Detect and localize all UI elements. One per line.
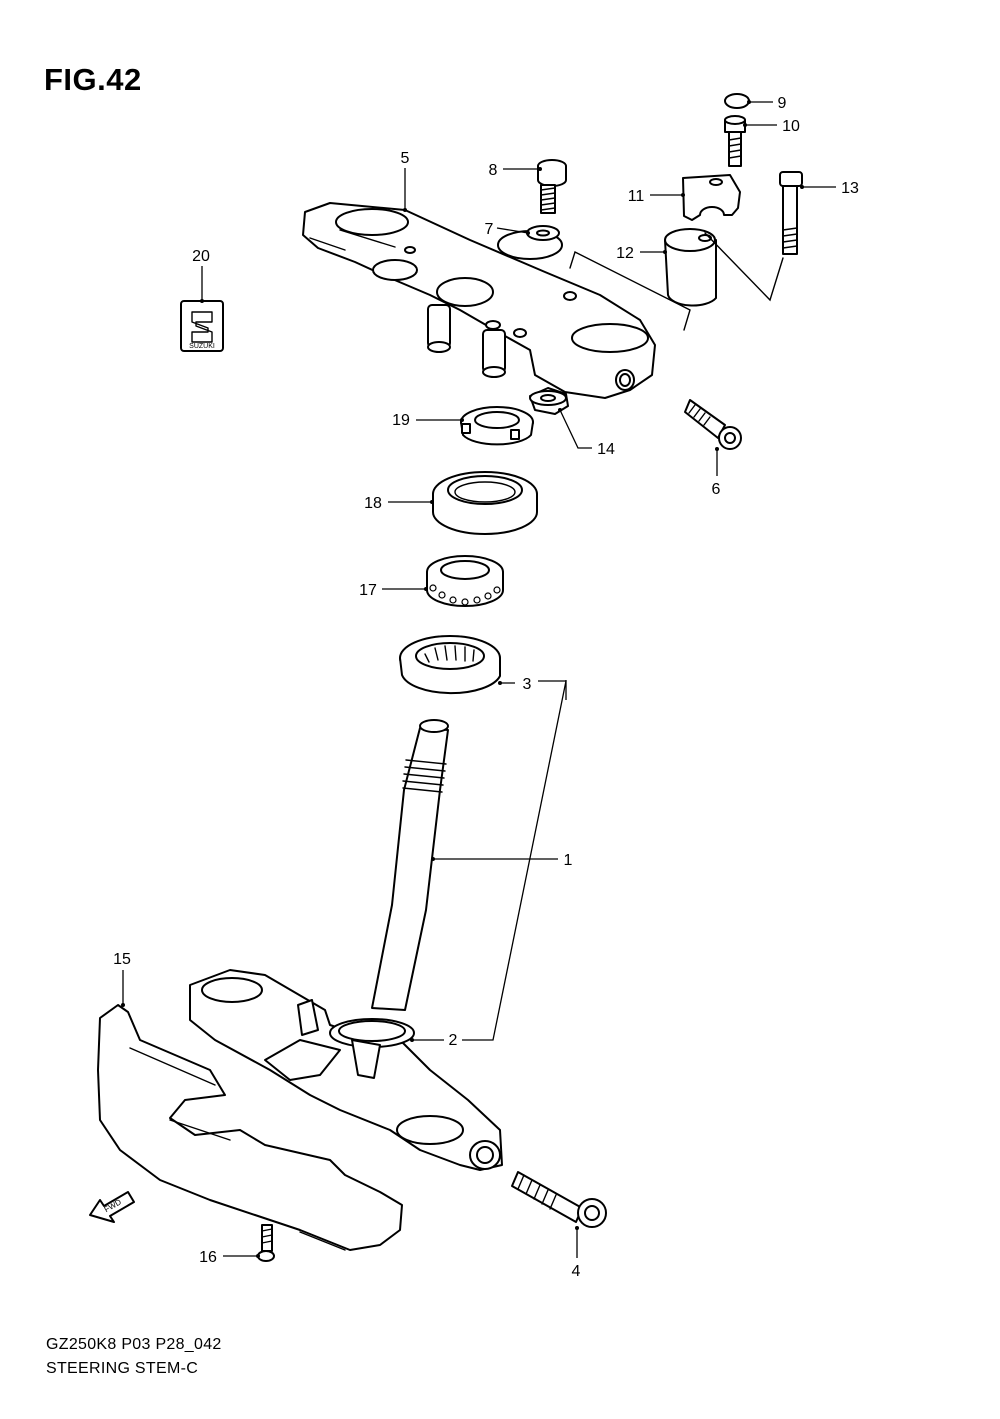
part-2-stem-washer[interactable]: [351, 1039, 381, 1079]
callout-14: 14: [597, 441, 615, 458]
callout-20: 20: [192, 248, 210, 265]
part-15-bracket-cover[interactable]: [97, 1004, 403, 1251]
part-7-washer[interactable]: [526, 225, 560, 241]
callout-10: 10: [782, 118, 800, 135]
part-9-cap[interactable]: [724, 93, 750, 109]
callout-4: 4: [572, 1263, 581, 1280]
callout-13: 13: [841, 180, 859, 197]
callout-12: 12: [616, 245, 634, 262]
fwd-direction-arrow: FWD: [89, 1191, 135, 1223]
part-17-bearing[interactable]: [426, 555, 504, 607]
figure-title: FIG.42: [44, 62, 142, 97]
part-10-socket-bolt[interactable]: [724, 115, 746, 167]
leader-lines: [122, 101, 836, 1258]
leader-dots: [121, 100, 804, 1258]
part-12-handlebar-holder-lower[interactable]: [664, 228, 717, 307]
model-code: GZ250K8 P03 P28_042: [46, 1336, 222, 1353]
figure-name: STEERING STEM-C: [46, 1360, 199, 1377]
callout-19: 19: [392, 412, 410, 429]
callout-3: 3: [523, 676, 532, 693]
part-14-nut[interactable]: [529, 387, 569, 415]
callout-2: 2: [449, 1032, 458, 1049]
part-3-bearing-race[interactable]: [399, 635, 501, 695]
part-6-bolt[interactable]: [684, 399, 742, 450]
part-13-long-bolt[interactable]: [779, 171, 803, 255]
part-4-bolt[interactable]: [511, 1171, 607, 1228]
callout-16: 16: [199, 1249, 217, 1266]
lower-bracket[interactable]: [189, 969, 503, 1171]
part-20-suzuki-emblem[interactable]: SUZUKI: [180, 300, 224, 352]
callout-8: 8: [489, 162, 498, 179]
part-19-stem-nut[interactable]: [460, 406, 534, 446]
bearing-balls: [429, 584, 501, 606]
callout-9: 9: [778, 95, 787, 112]
callout-17: 17: [359, 582, 377, 599]
callout-1: 1: [564, 852, 573, 869]
emblem-text: SUZUKI: [189, 343, 215, 350]
part-11-handlebar-holder-upper[interactable]: [682, 174, 741, 221]
callout-6: 6: [712, 481, 721, 498]
part-5-upper-bracket[interactable]: [302, 202, 656, 399]
callout-11: 11: [628, 188, 645, 205]
callout-labels: 5 8 7 9 10 11 12 13 20 19 14 6 18 17 3 1…: [113, 95, 859, 1280]
callout-7: 7: [485, 221, 494, 238]
callout-15: 15: [113, 951, 131, 968]
part-18-dust-seal[interactable]: [432, 471, 538, 535]
callout-5: 5: [401, 150, 410, 167]
part-16-screw[interactable]: [257, 1224, 275, 1262]
part-1-steering-stem[interactable]: [371, 719, 449, 1011]
part-8-bolt[interactable]: [537, 159, 567, 214]
callout-18: 18: [364, 495, 382, 512]
